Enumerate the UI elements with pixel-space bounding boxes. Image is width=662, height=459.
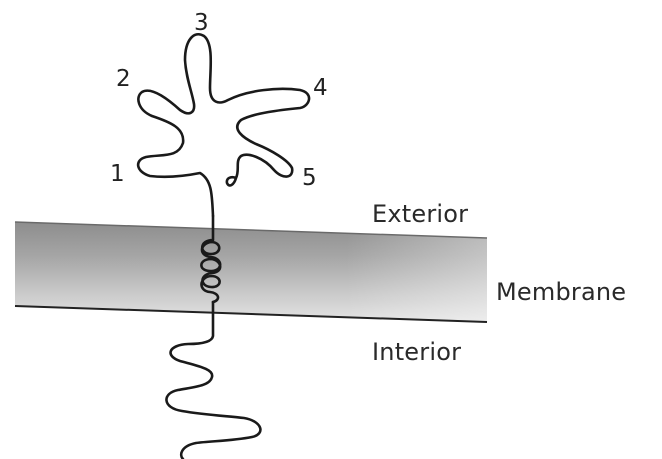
domain-label-2: 2 bbox=[116, 66, 131, 92]
exterior-label: Exterior bbox=[372, 200, 468, 228]
membrane-band bbox=[15, 222, 487, 322]
membrane-label: Membrane bbox=[496, 278, 626, 306]
extracellular-domain-chain bbox=[138, 34, 309, 216]
domain-label-1: 1 bbox=[110, 161, 125, 187]
interior-label: Interior bbox=[372, 338, 461, 366]
domain-label-4: 4 bbox=[313, 75, 328, 101]
domain-label-5: 5 bbox=[302, 165, 317, 191]
cytoplasmic-tail bbox=[166, 302, 260, 459]
domain-label-3: 3 bbox=[194, 10, 209, 36]
